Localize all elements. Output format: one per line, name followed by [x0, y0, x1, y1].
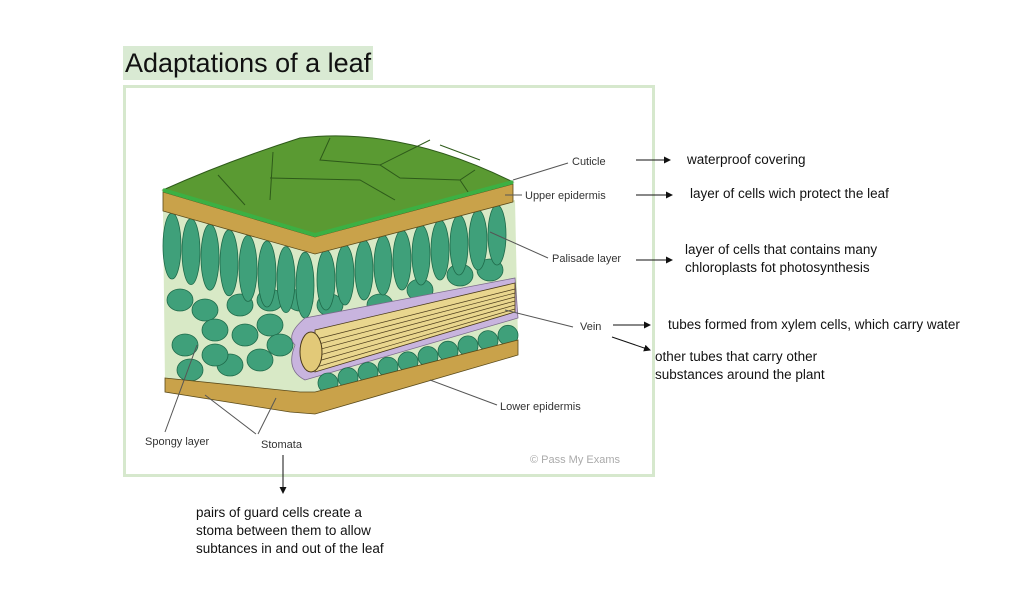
xylem-line — [317, 308, 516, 367]
note-upper-epidermis: layer of cells wich protect the leaf — [690, 186, 889, 201]
spongy-cell — [246, 348, 274, 372]
note-line: chloroplasts fot photosynthesis — [685, 260, 870, 275]
leaf-top-surface — [161, 135, 515, 236]
spongy-cell — [191, 298, 219, 322]
spongy-cell — [201, 343, 229, 367]
annotation-arrows — [279, 156, 673, 494]
xylem-line — [317, 292, 516, 345]
palisade-cell — [449, 214, 469, 276]
palisade-cell — [316, 249, 336, 311]
spongy-cell — [231, 323, 259, 347]
spongy-cell — [256, 313, 284, 337]
palisade-cell — [162, 212, 182, 280]
palisade-cell — [411, 224, 431, 286]
spongy-cells — [166, 258, 504, 382]
spongy-cell — [171, 333, 199, 357]
note-line: substances around the plant — [655, 367, 825, 382]
spongy-cell — [266, 333, 294, 357]
spongy-cell — [166, 288, 194, 312]
spongy-cell — [176, 358, 204, 382]
palisade-cell — [335, 244, 355, 306]
palisade-cell — [392, 229, 412, 291]
label-lower-epidermis: Lower epidermis — [500, 401, 581, 413]
page-title: Adaptations of a leaf — [123, 46, 374, 80]
palisade-cell — [373, 234, 393, 296]
note-xylem: tubes formed from xylem cells, which car… — [668, 317, 960, 332]
palisade-cell — [276, 246, 296, 314]
leaf-top-cell-walls — [217, 137, 481, 206]
palisade-cell — [468, 209, 488, 271]
label-spongy-layer: Spongy layer — [145, 436, 210, 448]
palisade-cell — [181, 218, 201, 286]
palisade-cell — [430, 219, 450, 281]
note-palisade: layer of cells that contains many chloro… — [685, 241, 877, 277]
leader-lines — [164, 162, 574, 435]
cuticle — [162, 180, 514, 238]
note-stomata: pairs of guard cells create a stoma betw… — [196, 504, 384, 558]
spongy-cell — [201, 318, 229, 342]
note-cuticle: waterproof covering — [687, 152, 806, 167]
label-cuticle: Cuticle — [572, 156, 606, 168]
note-phloem: other tubes that carry other substances … — [655, 348, 825, 384]
vein-xylem-lines — [317, 288, 516, 367]
note-line: stoma between them to allow — [196, 523, 371, 538]
note-line: layer of cells that contains many — [685, 242, 878, 257]
palisade-cell — [257, 240, 277, 308]
palisade-cell — [238, 234, 258, 302]
palisade-cell — [219, 229, 239, 297]
note-line: subtances in and out of the leaf — [196, 541, 384, 556]
xylem-line — [317, 300, 516, 356]
copyright-text: © Pass My Exams — [530, 454, 621, 466]
vein-end-bundle — [299, 331, 323, 373]
note-line: pairs of guard cells create a — [196, 505, 362, 520]
xylem-line — [317, 288, 516, 339]
lower-epidermis-band — [164, 339, 519, 415]
palisade-cell — [200, 223, 220, 291]
label-upper-epidermis: Upper epidermis — [525, 190, 606, 202]
xylem-line — [317, 296, 516, 351]
xylem-line — [317, 304, 516, 362]
label-vein: Vein — [580, 321, 601, 333]
palisade-cell — [295, 251, 315, 319]
label-palisade-layer: Palisade layer — [552, 253, 621, 265]
note-line: other tubes that carry other — [655, 349, 818, 364]
palisade-cell — [354, 239, 374, 301]
label-stomata: Stomata — [261, 439, 303, 451]
